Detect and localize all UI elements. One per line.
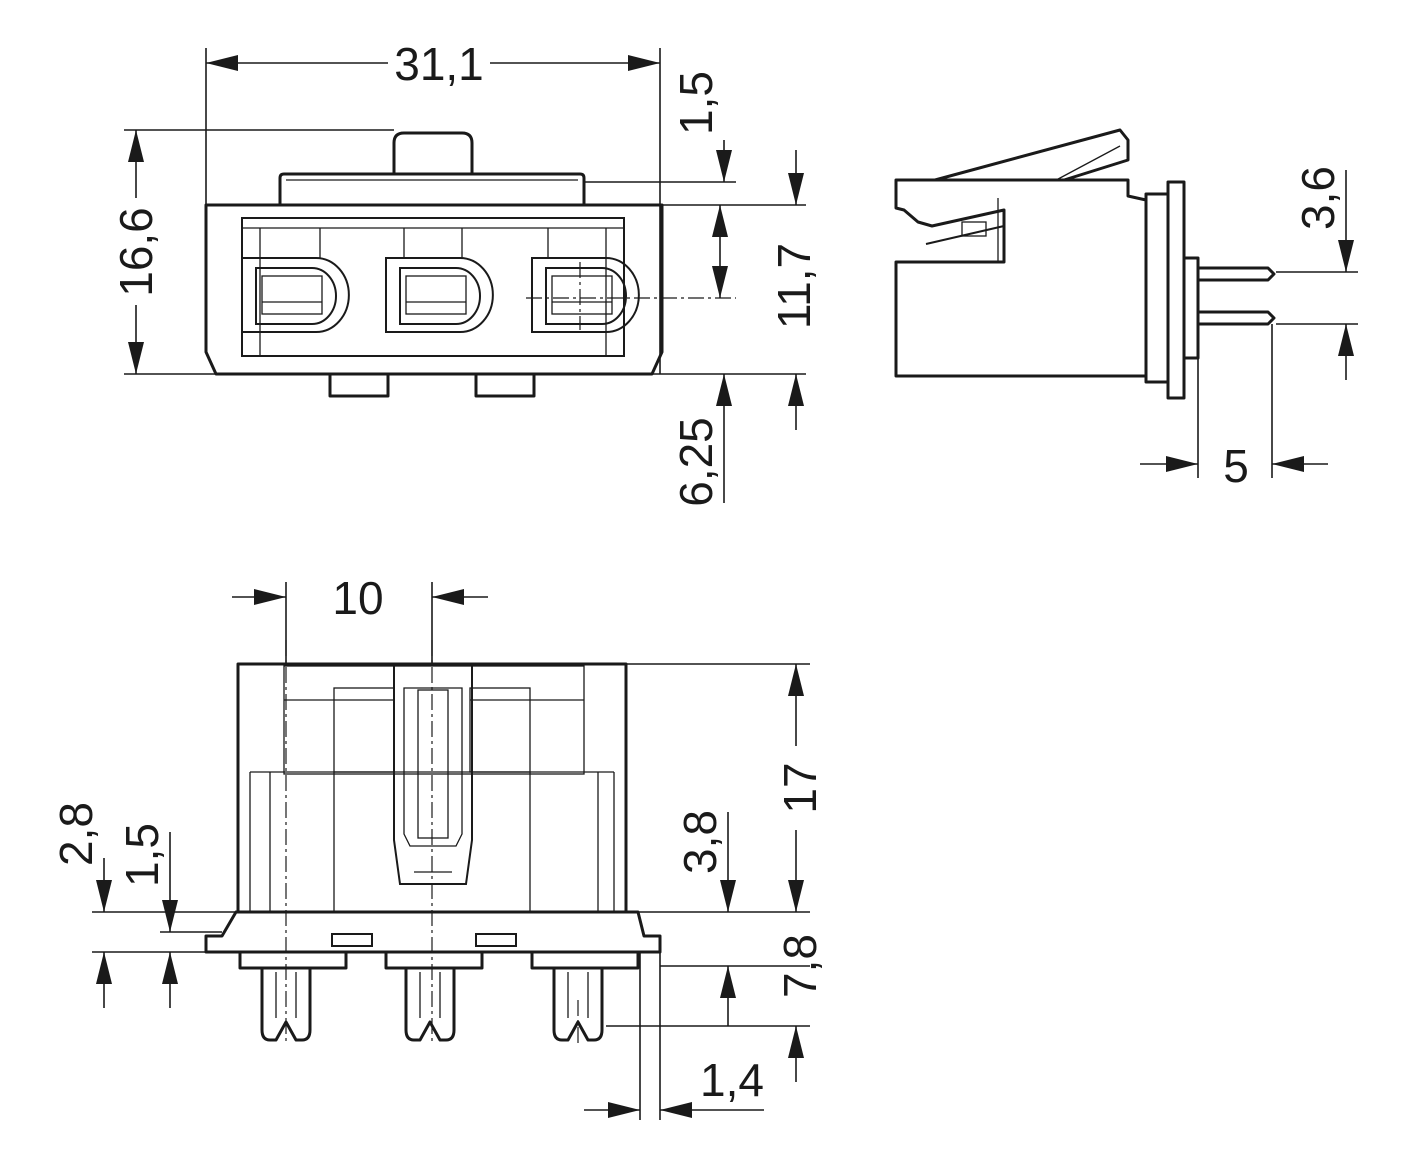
pin-2 [404, 964, 456, 1042]
front-dimensions: 31,1 16,6 1,5 11,7 6,25 [110, 38, 820, 507]
dim-11-7-label: 11,7 [768, 243, 820, 329]
terminal-opening-3 [531, 257, 640, 333]
dim-10-label: 10 [332, 572, 383, 624]
dim-31-1-label: 31,1 [394, 38, 484, 90]
dim-1-5-bottom-label: 1,5 [116, 823, 168, 887]
side-view [894, 128, 1276, 400]
dim-3-6-label: 3,6 [1292, 166, 1344, 230]
bottom-dimensions: 10 17 3,8 2,8 1,5 7,8 [50, 572, 826, 1120]
dim-3-8-label: 3,8 [674, 810, 726, 874]
dim-6-25-label: 6,25 [670, 417, 722, 507]
dim-7-8-label: 7,8 [774, 934, 826, 998]
dim-1-5-top-label: 1,5 [670, 71, 722, 135]
side-dimensions: 3,6 5 [1140, 166, 1358, 492]
dim-17-label: 17 [774, 762, 826, 813]
bottom-view [204, 640, 662, 1044]
dim-1-4-label: 1,4 [700, 1054, 764, 1106]
terminal-opening-2 [385, 257, 494, 333]
dim-5-label: 5 [1223, 440, 1249, 492]
dim-2-8-label: 2,8 [50, 802, 102, 866]
front-view [204, 131, 736, 398]
terminal-opening-1 [241, 257, 350, 333]
dim-16-6-label: 16,6 [110, 207, 162, 297]
